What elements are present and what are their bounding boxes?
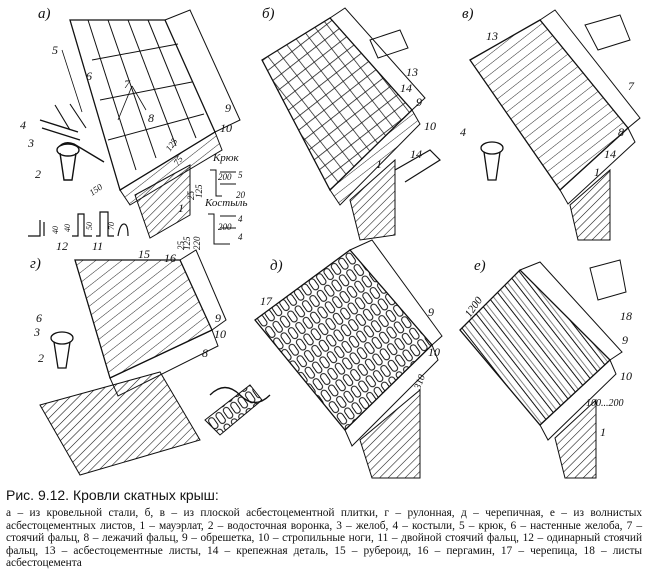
bracket-title: Костыль [204,197,247,209]
label-a-11: 11 [92,239,103,253]
caption-title: Рис. 9.12. Кровли скатных крыш: [6,487,219,503]
label-b-1: 1 [376,157,382,171]
label-e-100-200: 100...200 [586,398,624,409]
label-a-8: 8 [148,111,154,125]
label-a-12: 12 [56,239,68,253]
label-g-10: 10 [214,327,226,341]
label-a-6: 6 [86,69,92,83]
dim-small-2: 40 [63,224,72,232]
label-v-13: 13 [486,29,498,43]
dim-125b: 125 [182,236,192,250]
label-b-14b: 14 [410,147,422,161]
panel-d: д) 17 9 10 310 [204,239,443,479]
label-a-7: 7 [124,77,131,91]
figure-caption: Рис. 9.12. Кровли скатных крыш: а – из к… [6,486,642,570]
panel-a-letter: а) [38,6,51,22]
panel-e: е) 1200 18 9 10 100...200 1 [459,258,632,479]
label-e-9: 9 [622,333,628,347]
label-g-8: 8 [202,346,208,360]
panel-a: а) 5 6 7 4 3 2 8 9 [20,6,241,253]
label-v-4: 4 [460,125,466,139]
dim-small-4: 70 [107,222,116,230]
label-d-9: 9 [428,305,434,319]
label-a-5: 5 [52,43,58,57]
label-a-1: 1 [178,201,184,215]
label-v-8: 8 [618,125,624,139]
dim-hook-5: 5 [238,170,243,180]
roof-figure: а) 5 6 7 4 3 2 8 9 [20,6,641,479]
panel-g: г) 15 16 6 3 2 9 10 8 [30,247,227,476]
label-a-10: 10 [220,121,232,135]
label-a-4: 4 [20,118,26,132]
label-e-1: 1 [600,425,606,439]
hook-title: Крюк [212,152,240,164]
caption-body: а – из кровельной стали, б, в – из плоск… [6,507,642,570]
panel-b: б) 13 14 9 10 1 14 [261,6,441,241]
label-g-3: 3 [33,325,40,339]
dim-bracket-4a: 4 [238,214,243,224]
dim-hook-125: 125 [194,184,204,198]
label-d-10: 10 [428,345,440,359]
label-v-7: 7 [628,79,635,93]
panel-d-letter: д) [270,258,283,274]
dim-hook-20: 20 [236,190,246,200]
label-v-14: 14 [604,147,616,161]
dim-bracket-200: 200 [218,222,232,232]
label-a-9: 9 [225,101,231,115]
label-a-3: 3 [27,136,34,150]
panel-g-letter: г) [30,256,41,272]
dim-25a: 25 [186,191,196,201]
label-g-6: 6 [36,311,42,325]
label-d-310: 310 [412,373,428,392]
label-b-9: 9 [416,95,422,109]
label-b-10: 10 [424,119,436,133]
label-v-1: 1 [594,165,600,179]
dim-bracket-4b: 4 [238,232,243,242]
label-g-2: 2 [38,351,44,365]
label-e-10: 10 [620,369,632,383]
dim-small-1: 40 [51,226,60,234]
panel-e-letter: е) [474,258,486,274]
dim-small-3: 50 [85,222,94,230]
dim-25b: 25 [176,241,186,251]
label-g-16: 16 [164,251,176,265]
dim-220: 220 [192,236,202,250]
panel-v: в) 13 7 4 8 14 1 [460,6,641,241]
panel-v-letter: в) [462,6,474,22]
dim-125c: 125 [163,136,179,153]
label-g-15: 15 [138,247,150,261]
dim-150: 150 [87,181,104,197]
label-b-14: 14 [400,81,412,95]
panel-b-letter: б) [262,6,275,22]
dim-hook-200: 200 [218,172,232,182]
label-g-9: 9 [215,311,221,325]
label-a-2: 2 [35,167,41,181]
label-e-18: 18 [620,309,632,323]
label-d-17: 17 [260,294,273,308]
label-b-13: 13 [406,65,418,79]
